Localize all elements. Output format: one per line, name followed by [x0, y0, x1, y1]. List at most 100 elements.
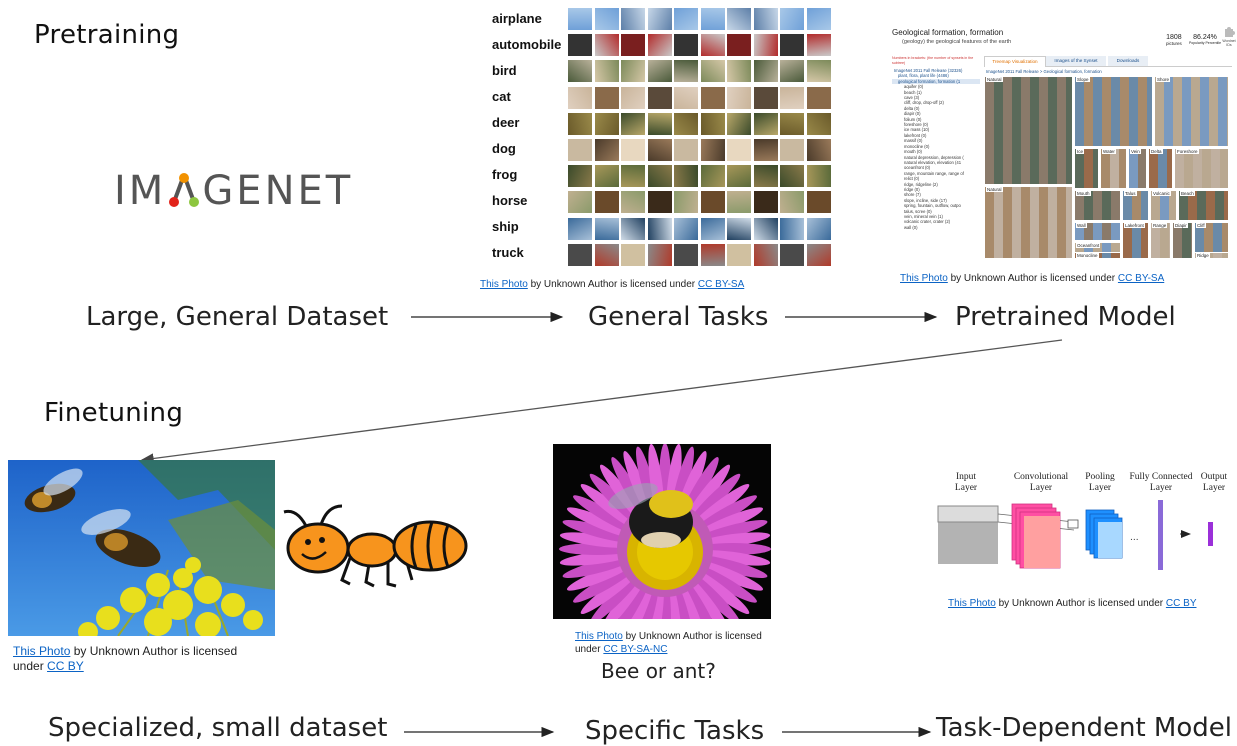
tree-item[interactable]: relict (0)	[904, 176, 920, 182]
tree-item[interactable]: ridge (0)	[904, 186, 920, 192]
tree-item[interactable]: folium (0)	[904, 116, 922, 122]
tree-item[interactable]: ice mass (10)	[904, 127, 930, 133]
cifar-thumbnail	[700, 112, 725, 135]
flower-petal	[675, 576, 707, 619]
treemap-label: Oceanfront	[1076, 243, 1101, 248]
cifar-thumbnail	[700, 165, 725, 188]
treemap-cell[interactable]: Foreshore	[1174, 148, 1229, 189]
cifar-thumbnail	[568, 217, 592, 240]
tree-item[interactable]: mouth (0)	[904, 149, 922, 155]
treemap-cell[interactable]: Diapir	[1172, 222, 1193, 259]
imagenet-caption-link[interactable]: This Photo	[900, 273, 948, 284]
cifar-thumbnail	[568, 86, 592, 109]
tree-item[interactable]: geological formation, formation (1	[892, 78, 980, 85]
cifar-thumbnail	[568, 165, 592, 188]
tree-item[interactable]: foreshore (0)	[904, 122, 928, 128]
imagenet-breadcrumb[interactable]: ImageNet 2011 Fall Release > Geological …	[986, 69, 1102, 74]
puzzle-icon	[1225, 27, 1235, 37]
cifar-thumbnail	[621, 60, 645, 83]
tree-item[interactable]: slope, incline, side (17)	[904, 197, 947, 203]
imagenet-tree-icon	[169, 173, 200, 207]
treemap-cell[interactable]: Monocline	[1074, 252, 1121, 259]
flower-petal	[562, 555, 637, 579]
cifar-thumbnail	[753, 191, 778, 214]
tree-item[interactable]: delta (0)	[904, 105, 920, 111]
cnn-caption-link[interactable]: This Photo	[948, 598, 996, 609]
tree-item[interactable]: volcanic crater, crater (2)	[904, 219, 951, 225]
cifar-thumbnail	[594, 112, 619, 135]
cifar-caption-license[interactable]: CC BY-SA	[697, 279, 745, 290]
treemap-cell[interactable]: Talus	[1122, 190, 1149, 221]
cifar-thumbnail	[727, 60, 751, 83]
bee-caption-license[interactable]: CC BY	[47, 659, 84, 673]
treemap-cell[interactable]: Range	[1150, 222, 1171, 259]
treemap-cell[interactable]: Shore	[1154, 76, 1229, 147]
flower-petal	[623, 576, 655, 619]
cifar-thumbnail	[806, 217, 831, 240]
imagenet-stat-popularity: 86.24% Popularity Percentile	[1188, 34, 1222, 45]
tree-item[interactable]: ImageNet 2011 Fall Release (32326)	[894, 68, 963, 73]
tree-item[interactable]: vein, mineral vein (1)	[904, 213, 943, 219]
imagenet-browser-screenshot: Geological formation, formation (geology…	[888, 24, 1236, 264]
tree-item[interactable]: aquifer (0)	[904, 84, 924, 90]
flow-pretrained-model: Pretrained Model	[955, 302, 1176, 332]
tree-item[interactable]: cliff, drop, drop-off (2)	[904, 100, 944, 106]
treemap-cell[interactable]: Delta	[1148, 148, 1173, 189]
tree-header: Numbers in brackets: (the number of syns…	[892, 56, 974, 65]
cifar-thumbnail	[594, 34, 619, 57]
tab-downloads[interactable]: Downloads	[1108, 56, 1148, 66]
tree-item[interactable]: beach (1)	[904, 89, 922, 95]
treemap-cell[interactable]: Beach	[1178, 190, 1229, 221]
bee-caption-link[interactable]: This Photo	[13, 644, 71, 658]
flower-petal	[679, 574, 719, 619]
tree-item[interactable]: lakefront (0)	[904, 132, 927, 138]
cifar-thumbnail	[674, 243, 698, 266]
tab-images[interactable]: Images of the Synset	[1046, 56, 1106, 66]
tree-item[interactable]: diapir (0)	[904, 111, 921, 117]
cifar-caption-link[interactable]: This Photo	[480, 279, 528, 290]
tree-item[interactable]: plant, flora, plant life (4486)	[898, 73, 949, 79]
treemap-cell[interactable]: Ridge	[1194, 252, 1229, 259]
treemap-cell[interactable]: Lakefront	[1122, 222, 1149, 259]
cnn-dots: ...	[1130, 533, 1139, 543]
flower-caption-license[interactable]: CC BY-SA-NC	[603, 644, 668, 655]
tree-item[interactable]: monocline (0)	[904, 143, 930, 149]
flower-petal	[635, 577, 659, 619]
cifar-thumbnail	[568, 112, 592, 135]
tree-item[interactable]: spring, fountain, outflow, outpo	[904, 203, 961, 209]
tree-item[interactable]: wall (0)	[904, 224, 918, 230]
treemap-cell[interactable]: Volcanic	[1150, 190, 1177, 221]
flower-caption-link[interactable]: This Photo	[575, 631, 623, 642]
cifar-thumbnail	[780, 191, 804, 214]
treemap-cell[interactable]: Vein	[1128, 148, 1147, 189]
cifar-label-dog: dog	[492, 141, 516, 156]
tree-item[interactable]: shore (7)	[904, 192, 921, 198]
tree-item[interactable]: oceanfront (0)	[904, 165, 931, 171]
cnn-caption-license[interactable]: CC BY	[1165, 598, 1197, 609]
imagenet-tabs: Treemap Visualization Images of the Syns…	[984, 56, 1232, 67]
cifar-caption: This Photo by Unknown Author is licensed…	[480, 279, 744, 290]
tree-item[interactable]: range, mountain range, range of	[904, 170, 964, 176]
treemap-cell[interactable]: Ice	[1074, 148, 1099, 189]
treemap-cell[interactable]: Mouth	[1074, 190, 1121, 221]
treemap-cell[interactable]: Natural	[984, 186, 1073, 259]
tree-item[interactable]: massif (0)	[904, 138, 923, 144]
treemap-cell[interactable]: Water	[1100, 148, 1127, 189]
tree-item[interactable]: natural elevation, elevation (41	[904, 159, 962, 165]
treemap-cell[interactable]: Slope	[1074, 76, 1153, 147]
tree-item[interactable]: natural depression, depression (	[904, 154, 964, 160]
cifar-thumbnail	[674, 112, 698, 135]
treemap-label: Cliff	[1196, 223, 1206, 228]
tab-treemap[interactable]: Treemap Visualization	[984, 56, 1046, 67]
flower-petal	[682, 464, 731, 526]
treemap-cell[interactable]: Wall	[1074, 222, 1121, 241]
treemap-cell[interactable]: Natural	[984, 76, 1073, 185]
flower-petal	[573, 563, 640, 603]
cifar-thumbnail	[780, 165, 804, 188]
cifar-thumbnail	[621, 243, 645, 266]
imagenet-caption-license[interactable]: CC BY-SA	[1117, 273, 1165, 284]
tree-item[interactable]: cave (3)	[904, 95, 920, 101]
tree-item[interactable]: talus, scree (0)	[904, 208, 932, 214]
cifar-thumbnail	[700, 34, 725, 57]
tree-item[interactable]: ridge, ridgeline (2)	[904, 181, 938, 187]
